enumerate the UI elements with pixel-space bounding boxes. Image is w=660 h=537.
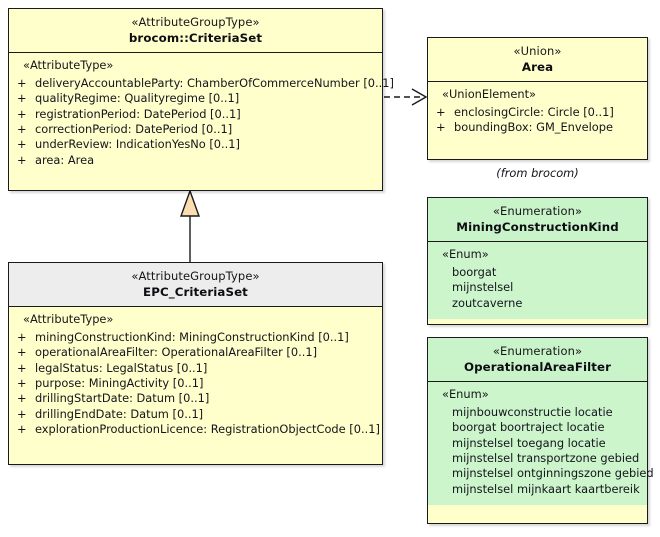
- attribute-signature: qualityRegime: Qualityregime [0..1]: [35, 91, 240, 106]
- attribute-signature: purpose: MiningActivity [0..1]: [35, 376, 204, 391]
- attribute-row[interactable]: + underReview: IndicationYesNo [0..1]: [15, 137, 376, 152]
- enum-value-row[interactable]: zoutcaverne: [452, 295, 523, 310]
- attribute-visibility: +: [17, 360, 27, 375]
- enum-value-row[interactable]: boorgat boortraject locatie: [452, 420, 605, 435]
- compartment-stereotype: «AttributeType»: [23, 312, 114, 327]
- generalization-hollow-triangle-arrowhead: [180, 188, 200, 217]
- enumeration-values-compartment: «Enum» boorgat mijnstelsel zoutcaverne: [428, 242, 647, 320]
- class-name: OperationalAreaFilter: [463, 360, 612, 375]
- compartment-stereotype: «AttributeType»: [23, 58, 114, 73]
- attribute-signature: boundingBox: GM_Envelope: [454, 120, 614, 135]
- attribute-row[interactable]: + drillingStartDate: Datum [0..1]: [15, 391, 376, 406]
- class-header-area: «Union» Area: [428, 38, 647, 83]
- class-stereotype: «Enumeration»: [492, 344, 583, 358]
- compartment-stereotype: «UnionElement»: [442, 87, 537, 102]
- attribute-row[interactable]: + drillingEndDate: Datum [0..1]: [15, 407, 376, 422]
- attribute-row[interactable]: + purpose: MiningActivity [0..1]: [15, 376, 376, 391]
- attribute-row[interactable]: + operationalAreaFilter: OperationalArea…: [15, 345, 376, 360]
- attribute-signature: correctionPeriod: DatePeriod [0..1]: [35, 122, 233, 137]
- class-name: Area: [521, 60, 554, 75]
- class-name: brocom::CriteriaSet: [128, 31, 263, 46]
- class-attributes-compartment: «AttributeType» + miningConstructionKind…: [9, 307, 382, 446]
- class-stereotype: «Union»: [513, 44, 562, 58]
- attribute-row[interactable]: + explorationProductionLicence: Registra…: [15, 422, 380, 437]
- attribute-row[interactable]: + legalStatus: LegalStatus [0..1]: [15, 361, 376, 376]
- enum-value-row[interactable]: boorgat: [452, 264, 497, 279]
- class-header-epc-criteria-set: «AttributeGroupType» EPC_CriteriaSet: [9, 263, 382, 308]
- attribute-signature: miningConstructionKind: MiningConstructi…: [35, 329, 349, 344]
- class-attributes-compartment: «AttributeType» + deliveryAccountablePar…: [9, 53, 394, 177]
- enum-value-row[interactable]: mijnstelsel toegang locatie: [452, 435, 606, 450]
- attribute-signature: drillingStartDate: Datum [0..1]: [35, 391, 210, 406]
- class-stereotype: «Enumeration»: [492, 204, 583, 218]
- enum-value-row[interactable]: mijnstelsel: [452, 280, 514, 295]
- attribute-visibility: +: [17, 137, 27, 152]
- attribute-signature: deliveryAccountableParty: ChamberOfComme…: [35, 75, 394, 90]
- compartment-stereotype: «Enum»: [442, 387, 489, 402]
- enumeration-box-mining-construction-kind[interactable]: «Enumeration» MiningConstructionKind «En…: [427, 197, 648, 325]
- attribute-visibility: +: [17, 422, 27, 437]
- class-box-epc-criteria-set[interactable]: «AttributeGroupType» EPC_CriteriaSet «At…: [8, 262, 383, 465]
- attribute-row[interactable]: + enclosingCircle: Circle [0..1]: [434, 105, 641, 120]
- attribute-visibility: +: [17, 406, 27, 421]
- class-box-criteria-set[interactable]: «AttributeGroupType» brocom::CriteriaSet…: [8, 8, 394, 191]
- attribute-signature: underReview: IndicationYesNo [0..1]: [35, 137, 240, 152]
- attribute-signature: area: Area: [35, 152, 95, 167]
- enumeration-box-operational-area-filter[interactable]: «Enumeration» OperationalAreaFilter «Enu…: [427, 337, 654, 524]
- class-stereotype: «AttributeGroupType»: [131, 15, 260, 29]
- attribute-visibility: +: [17, 106, 27, 121]
- attribute-visibility: +: [17, 152, 27, 167]
- attribute-signature: legalStatus: LegalStatus [0..1]: [35, 360, 208, 375]
- enum-value-row[interactable]: mijnstelsel transportzone gebied: [452, 451, 640, 466]
- attribute-visibility: +: [436, 120, 446, 135]
- attribute-signature: enclosingCircle: Circle [0..1]: [454, 104, 614, 119]
- enum-value-row[interactable]: mijnstelsel mijnkaart kaartbereik: [452, 481, 640, 496]
- attribute-visibility: +: [17, 345, 27, 360]
- enum-value-row[interactable]: mijnstelsel ontginningszone gebied: [452, 466, 654, 481]
- enumeration-values-compartment: «Enum» mijnbouwconstructie locatie boorg…: [428, 382, 654, 506]
- attribute-row[interactable]: + correctionPeriod: DatePeriod [0..1]: [15, 122, 376, 137]
- attribute-visibility: +: [17, 376, 27, 391]
- attribute-visibility: +: [17, 75, 27, 90]
- attribute-row[interactable]: + registrationPeriod: DatePeriod [0..1]: [15, 107, 376, 122]
- enumeration-header-mining-construction-kind: «Enumeration» MiningConstructionKind: [428, 198, 647, 243]
- attribute-row[interactable]: + deliveryAccountableParty: ChamberOfCom…: [15, 75, 394, 91]
- attribute-row[interactable]: + miningConstructionKind: MiningConstruc…: [15, 330, 376, 345]
- attribute-visibility: +: [17, 91, 27, 106]
- attribute-row[interactable]: + boundingBox: GM_Envelope: [434, 120, 641, 135]
- attribute-row[interactable]: + area: Area: [15, 153, 376, 168]
- package-origin-caption: (from brocom): [496, 166, 579, 180]
- enum-value-row[interactable]: mijnbouwconstructie locatie: [452, 404, 613, 419]
- dependency-connector: [384, 88, 428, 106]
- class-box-area[interactable]: «Union» Area «UnionElement» + enclosingC…: [427, 37, 648, 160]
- attribute-row[interactable]: + qualityRegime: Qualityregime [0..1]: [15, 91, 376, 106]
- class-header-criteria-set: «AttributeGroupType» brocom::CriteriaSet: [9, 9, 382, 54]
- attribute-visibility: +: [17, 122, 27, 137]
- compartment-stereotype: «Enum»: [442, 247, 489, 262]
- attribute-visibility: +: [436, 104, 446, 119]
- class-attributes-compartment: «UnionElement» + enclosingCircle: Circle…: [428, 82, 647, 144]
- generalization-connector: [180, 188, 200, 262]
- attribute-signature: explorationProductionLicence: Registrati…: [35, 422, 380, 437]
- attribute-signature: operationalAreaFilter: OperationalAreaFi…: [35, 345, 318, 360]
- attribute-signature: registrationPeriod: DatePeriod [0..1]: [35, 106, 241, 121]
- class-stereotype: «AttributeGroupType»: [131, 269, 260, 283]
- class-name: EPC_CriteriaSet: [143, 285, 248, 300]
- attribute-visibility: +: [17, 329, 27, 344]
- dependency-open-arrowhead: [411, 88, 428, 106]
- attribute-signature: drillingEndDate: Datum [0..1]: [35, 406, 204, 421]
- class-name: MiningConstructionKind: [456, 220, 619, 235]
- enumeration-header-operational-area-filter: «Enumeration» OperationalAreaFilter: [428, 338, 647, 383]
- attribute-visibility: +: [17, 391, 27, 406]
